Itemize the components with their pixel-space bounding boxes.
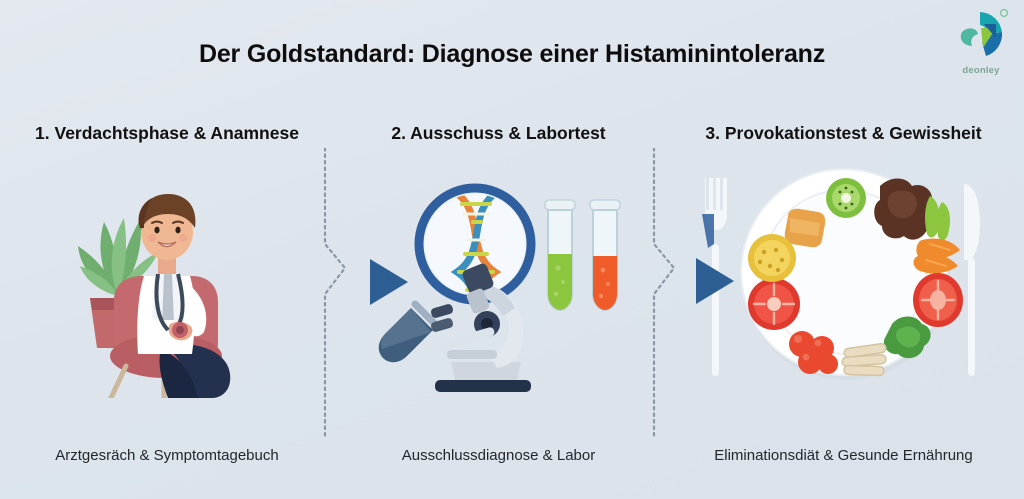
step-2-caption: Ausschlussdiagnose & Labor xyxy=(401,447,596,464)
steps-container: 1. Verdachtsphase & Anamnese xyxy=(0,118,1024,478)
step-1-heading: 1. Verdachtsphase & Anamnese xyxy=(35,123,299,143)
step-arrow-2-to-3 xyxy=(692,255,738,307)
lab-illustration-icon xyxy=(378,183,621,392)
deonley-logo-mark-icon xyxy=(960,8,1009,56)
healthy-food-plate-illustration xyxy=(663,148,1024,434)
doctor-illustration-icon xyxy=(78,194,231,398)
step-arrow-1-to-2 xyxy=(366,256,412,308)
laboratory-equipment-illustration xyxy=(334,148,663,434)
step-column-2: 2. Ausschuss & Labortest xyxy=(334,118,663,478)
step-3-heading: 3. Provokationstest & Gewissheit xyxy=(705,123,982,143)
brand-logo: deonley xyxy=(950,4,1012,78)
test-tube-green-icon xyxy=(543,199,576,312)
magnifying-glass-icon xyxy=(378,183,535,363)
step-3-caption: Eliminationsdiät & Gesunde Ernährung xyxy=(714,447,973,464)
vegetables-ring xyxy=(747,178,963,377)
step-2-heading: 2. Ausschuss & Labortest xyxy=(391,123,606,143)
food-plate-illustration-icon xyxy=(701,168,980,380)
triangle-right-arrow-icon xyxy=(696,258,734,304)
step-1-caption: Arztgesräch & Symptomtagebuch xyxy=(55,447,279,464)
doctor-on-armchair-illustration xyxy=(0,148,334,434)
page-title: Der Goldstandard: Diagnose einer Histami… xyxy=(198,40,826,68)
knife-icon xyxy=(963,184,980,376)
step-column-1: 1. Verdachtsphase & Anamnese xyxy=(0,118,334,478)
test-tube-orange-icon xyxy=(588,199,621,312)
microscope-icon xyxy=(430,263,531,392)
step-column-3: 3. Provokationstest & Gewissheit xyxy=(663,118,1024,478)
triangle-right-arrow-icon xyxy=(370,259,408,305)
logo-wordmark: deonley xyxy=(962,65,1000,76)
